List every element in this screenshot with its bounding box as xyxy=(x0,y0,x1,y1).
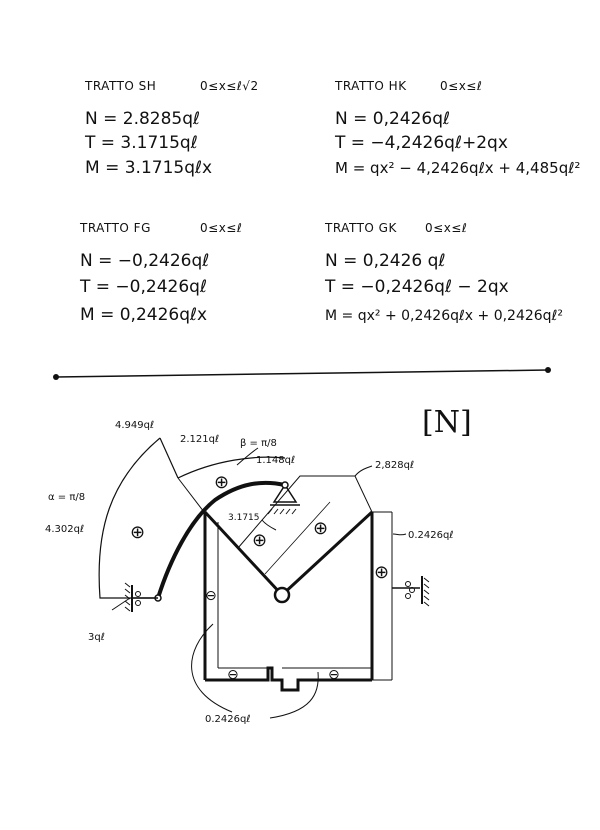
divider xyxy=(53,367,551,380)
label-arc-b: 1.148qℓ xyxy=(256,455,295,466)
gk-range: 0≤x≤ℓ xyxy=(425,221,467,235)
equations-sh: TRATTO SH 0≤x≤ℓ√2 N = 2.8285qℓ T = 3.171… xyxy=(84,79,259,178)
right-support-icon xyxy=(392,576,430,607)
top-arc-outline xyxy=(177,456,286,479)
hk-range: 0≤x≤ℓ xyxy=(440,79,482,93)
equations-gk: TRATTO GK 0≤x≤ℓ N = 0,2426 qℓ T = −0,242… xyxy=(324,221,563,324)
sh-moment: M = 3.1715qℓx xyxy=(85,158,212,178)
fg-range: 0≤x≤ℓ xyxy=(200,221,242,235)
diagram-labels: 4.949qℓ 2.121qℓ β = π/8 1.148qℓ 2,828qℓ … xyxy=(45,420,453,725)
fg-shear: T = −0,2426qℓ xyxy=(79,277,207,297)
gk-normal: N = 0,2426 qℓ xyxy=(325,251,445,271)
label-mid-value: 3.1715 xyxy=(228,513,260,523)
label-arc-a: 2.121qℓ xyxy=(180,434,219,445)
sh-normal: N = 2.8285qℓ xyxy=(85,109,200,129)
left-lobe-outline xyxy=(98,437,161,599)
leader-right xyxy=(269,671,319,719)
minus-sign-bottom-left: ⊖ xyxy=(227,667,239,683)
label-left-value: 4.302qℓ xyxy=(45,524,84,535)
sh-shear: T = 3.1715qℓ xyxy=(84,133,198,153)
fg-title: TRATTO FG xyxy=(79,221,151,235)
label-right-value: 0.2426qℓ xyxy=(408,530,453,541)
member-right-diagonal xyxy=(280,510,374,597)
hinge-icon xyxy=(273,586,291,604)
hk-moment: M = qx² − 4,2426qℓx + 4,485qℓ² xyxy=(335,159,580,177)
gk-title: TRATTO GK xyxy=(324,221,397,235)
label-alpha: α = π/8 xyxy=(48,492,85,503)
equations-fg: TRATTO FG 0≤x≤ℓ N = −0,2426qℓ T = −0,242… xyxy=(79,221,242,325)
equations-hk: TRATTO HK 0≤x≤ℓ N = 0,2426qℓ T = −4,2426… xyxy=(334,79,580,177)
leader-left xyxy=(191,623,233,713)
pin-support-icon xyxy=(272,483,298,503)
fg-moment: M = 0,2426qℓx xyxy=(80,305,207,325)
hk-title: TRATTO HK xyxy=(334,79,407,93)
plus-sign-right-diagonal: ⊕ xyxy=(313,518,328,539)
plus-sign-right-column: ⊕ xyxy=(374,562,389,583)
gk-moment: M = qx² + 0,2426qℓx + 0,2426qℓ² xyxy=(325,308,563,324)
plus-sign-left-diagonal: ⊕ xyxy=(252,530,267,551)
plus-sign-arc: ⊕ xyxy=(214,472,229,493)
label-top-left: 4.949qℓ xyxy=(115,420,154,431)
minus-sign-left-column: ⊖ xyxy=(205,588,217,604)
fg-normal: N = −0,2426qℓ xyxy=(80,251,209,271)
curved-member xyxy=(156,480,286,599)
hk-normal: N = 0,2426qℓ xyxy=(335,109,450,129)
sign-markers: ⊕ ⊕ ⊕ ⊕ ⊕ ⊖ ⊖ ⊖ xyxy=(130,472,389,683)
diagram-title: [N] xyxy=(422,405,472,440)
label-right-top: 2,828qℓ xyxy=(375,460,414,471)
sh-title: TRATTO SH xyxy=(84,79,156,93)
minus-sign-bottom-right: ⊖ xyxy=(328,667,340,683)
label-beta: β = π/8 xyxy=(240,438,277,449)
label-bottom-left: 3qℓ xyxy=(88,632,105,643)
n-diagram xyxy=(98,437,430,719)
gk-shear: T = −0,2426qℓ − 2qx xyxy=(324,277,509,297)
label-bottom-value: 0.2426qℓ xyxy=(205,714,250,725)
sh-range: 0≤x≤ℓ√2 xyxy=(200,79,259,93)
bottom-beam xyxy=(205,666,372,692)
hk-shear: T = −4,2426qℓ+2qx xyxy=(334,133,508,153)
plus-sign-left-lobe: ⊕ xyxy=(130,522,145,543)
